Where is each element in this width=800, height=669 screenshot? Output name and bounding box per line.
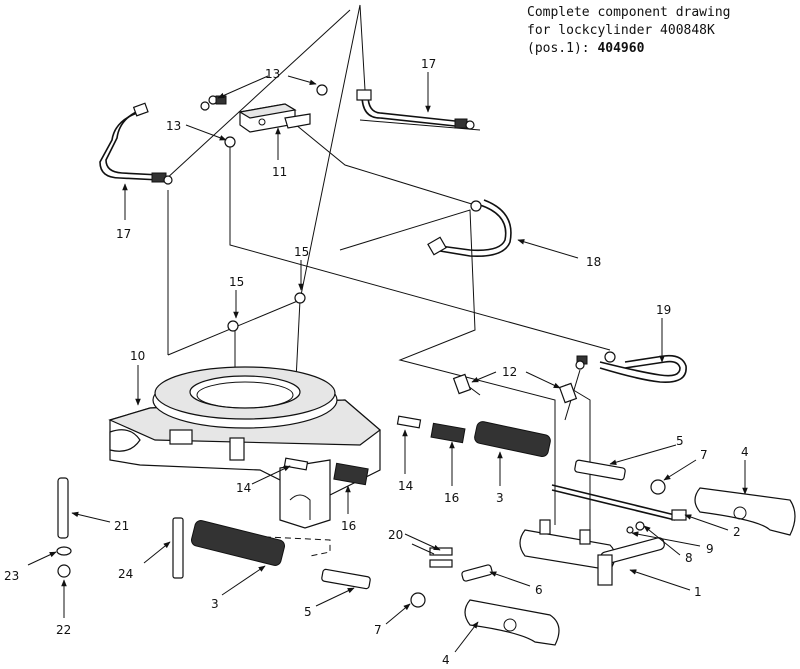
callout-7-upper: 7 <box>700 448 708 462</box>
title-line-1: Complete component drawing <box>527 5 731 20</box>
callout-16-left: 16 <box>341 519 356 533</box>
spring-3-upper <box>474 421 551 458</box>
hose-19 <box>575 351 687 383</box>
title-block: Complete component drawing for lockcylin… <box>527 5 731 56</box>
fittings-15 <box>227 292 306 332</box>
callout-17-left: 17 <box>116 227 131 241</box>
callout-10: 10 <box>130 349 145 363</box>
callout-22: 22 <box>56 623 71 637</box>
callout-5-lower: 5 <box>304 605 312 619</box>
pin-5-lower <box>321 568 371 590</box>
callout-9: 9 <box>706 542 714 556</box>
callout-24: 24 <box>118 567 133 581</box>
spring-3-lower <box>190 520 286 566</box>
title-line-3-prefix: (pos.1): <box>527 41 597 56</box>
callout-4-upper: 4 <box>741 445 749 459</box>
callout-13-left: 13 <box>166 119 181 133</box>
callout-7-lower: 7 <box>374 623 382 637</box>
callout-4-lower: 4 <box>442 653 450 667</box>
fittings-8-9 <box>626 521 645 534</box>
callout-6: 6 <box>535 583 543 597</box>
pin-21 <box>57 477 69 539</box>
screws-20 <box>429 547 453 568</box>
tube-4-upper <box>694 487 796 536</box>
callout-14-left: 14 <box>236 481 251 495</box>
hose-18 <box>427 199 512 258</box>
nut-7-lower <box>410 592 426 608</box>
callout-3-lower: 3 <box>211 597 219 611</box>
callout-1: 1 <box>694 585 702 599</box>
callout-8: 8 <box>685 551 693 565</box>
fittings-12 <box>452 373 578 404</box>
callout-18: 18 <box>586 255 601 269</box>
callout-11: 11 <box>272 165 287 179</box>
title-line-2: for lockcylinder 400848K <box>527 23 715 38</box>
rod-2 <box>551 484 687 521</box>
callout-5-upper: 5 <box>676 434 684 448</box>
callout-21: 21 <box>114 519 129 533</box>
hose-17-right <box>356 89 475 130</box>
lockcylinder-1 <box>519 519 665 586</box>
tube-4-lower <box>464 599 560 646</box>
nut-7-upper <box>650 479 666 495</box>
callout-labels: 13 13 11 17 17 18 19 15 15 10 12 14 14 1… <box>4 57 749 667</box>
leader-lines <box>27 72 748 653</box>
link-6 <box>461 564 493 582</box>
nut-22 <box>57 564 71 578</box>
callout-2: 2 <box>733 525 741 539</box>
callout-19: 19 <box>656 303 671 317</box>
callout-17-right: 17 <box>421 57 436 71</box>
valve-block-11 <box>200 84 328 148</box>
callout-3-upper: 3 <box>496 491 504 505</box>
title-line-3: (pos.1): 404960 <box>527 41 645 56</box>
washer-23 <box>56 546 72 556</box>
couplings-16 <box>333 422 466 486</box>
hose-17-left <box>99 102 173 185</box>
base-plate-10 <box>108 366 381 529</box>
callout-12: 12 <box>502 365 517 379</box>
bolt-24 <box>172 517 184 579</box>
spring-path-dashed <box>224 534 331 557</box>
callout-13-top: 13 <box>265 67 280 81</box>
callout-16-right: 16 <box>444 491 459 505</box>
callout-14-right: 14 <box>398 479 413 493</box>
callout-20: 20 <box>388 528 403 542</box>
pin-5-upper <box>574 459 626 481</box>
callout-15-lower: 15 <box>229 275 244 289</box>
title-line-3-code: 404960 <box>597 41 644 56</box>
callout-23: 23 <box>4 569 19 583</box>
callout-15-upper: 15 <box>294 245 309 259</box>
